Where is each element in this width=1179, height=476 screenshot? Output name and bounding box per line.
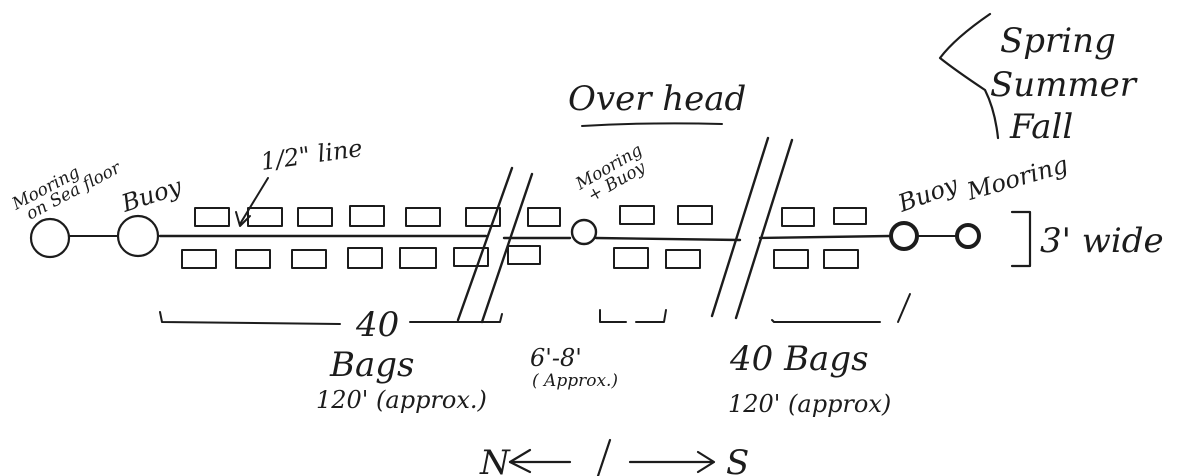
right-length-label: 120' (approx) [728, 390, 891, 418]
break-mark-left-2 [480, 172, 534, 324]
south-label: S [726, 443, 749, 476]
bag [527, 207, 561, 227]
bag [465, 207, 501, 227]
bag [613, 247, 649, 269]
bag [823, 249, 859, 269]
bag [665, 249, 701, 269]
break-mark-left-1 [456, 166, 514, 322]
gap-length-label: 6'-8' [530, 344, 582, 372]
break-mark-right-2 [734, 138, 794, 320]
buoy-left [116, 214, 160, 258]
buoy-right-label: Buoy [894, 170, 962, 218]
bag [453, 247, 489, 267]
bag [833, 207, 867, 225]
bag [405, 207, 441, 227]
line-label: 1/2" line [259, 134, 364, 176]
bag [247, 207, 283, 227]
left-length-label: 120' (approx.) [316, 386, 487, 414]
bag [619, 205, 655, 225]
bag [773, 249, 809, 269]
north-label: N [479, 443, 511, 476]
bag [235, 249, 271, 269]
main-line-right [758, 234, 892, 240]
main-line-center [594, 236, 742, 242]
bag [399, 247, 437, 269]
south-arrow-head [696, 450, 716, 474]
bag [781, 207, 815, 227]
bag [291, 249, 327, 269]
dim-right-bracket [771, 319, 881, 323]
bag [297, 207, 333, 227]
gap-approx-label: ( Approx.) [532, 371, 618, 391]
bag [347, 247, 383, 269]
mooring-buoy-center [570, 218, 598, 246]
dim-left-bracket-a [159, 311, 341, 325]
direction-divider [596, 438, 612, 476]
buoy-right [889, 221, 919, 251]
bag [677, 205, 713, 225]
bag [181, 249, 217, 269]
left-bag-count: 40 [355, 305, 399, 345]
mooring-right-label: Mooring [963, 150, 1071, 206]
width-label: 3' wide [1040, 221, 1164, 261]
season-fall: Fall [1009, 107, 1073, 147]
bags-bottom-right [613, 247, 859, 269]
bags-top-right [619, 205, 867, 227]
break-mark-right-1 [710, 136, 770, 318]
north-arrow-head [508, 448, 532, 474]
bags-bottom-left [181, 245, 541, 269]
mooring-right [955, 223, 981, 249]
right-bags-label: 40 Bags [729, 339, 869, 379]
bag [194, 207, 230, 227]
width-bracket [1010, 210, 1032, 268]
diagram-title: Over head [568, 79, 746, 119]
dim-gap-bracket-a [599, 309, 627, 323]
line-pointer-arrowhead [235, 211, 251, 227]
left-bags-label: Bags [329, 345, 414, 385]
mooring-left [29, 217, 71, 259]
dim-gap-bracket-b [635, 309, 667, 323]
season-summer: Summer [990, 65, 1138, 105]
season-brace [938, 12, 1000, 140]
bag [349, 205, 385, 227]
dim-left-bracket-b [409, 313, 503, 323]
buoy-left-label: Buoy [117, 172, 185, 218]
bag [507, 245, 541, 265]
title-underline [581, 122, 723, 127]
season-spring: Spring [1000, 21, 1116, 61]
dim-right-bracket-end [897, 293, 911, 323]
bags-top-left [194, 205, 561, 227]
line-pointer-arrow [239, 177, 269, 225]
